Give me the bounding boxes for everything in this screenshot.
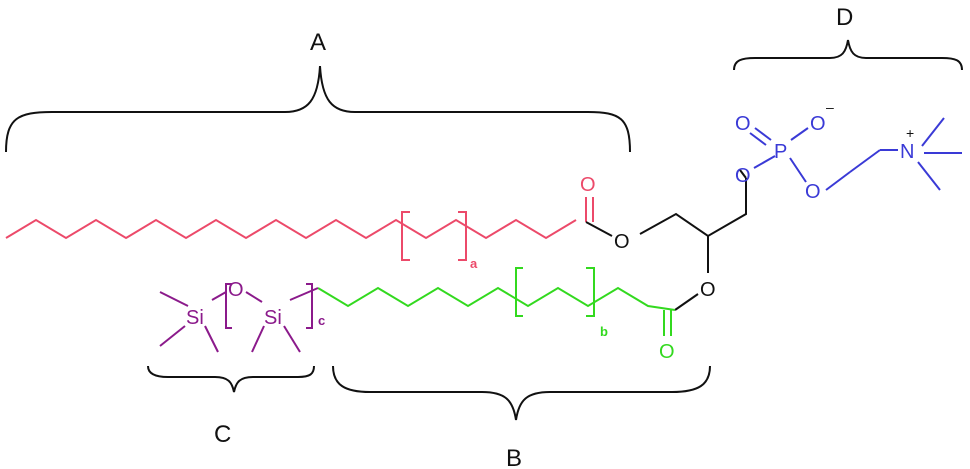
charge-phosphate: –	[826, 99, 834, 115]
label-region-c: C	[214, 421, 231, 448]
atom-phosphate-o-glycerol: O	[735, 165, 751, 187]
repeat-bracket-b	[515, 267, 595, 317]
ester-bond-a	[585, 221, 613, 237]
atom-silicon-left: Si	[186, 307, 204, 329]
atom-phosphate-o-minus: O	[810, 113, 826, 135]
brace-d	[733, 39, 963, 71]
atom-phosphate-o-ethyl: O	[805, 181, 821, 203]
glycerol-to-phosphate-o	[739, 169, 747, 179]
atom-silicon-right: Si	[264, 307, 282, 329]
atom-phosphorus: P	[774, 141, 787, 163]
brace-a	[5, 65, 631, 153]
atom-carbonyl-o-b: O	[659, 341, 675, 363]
atom-ester-o-b: O	[700, 279, 716, 301]
atom-nitrogen: N	[900, 141, 914, 163]
brace-c	[147, 365, 315, 393]
brace-b	[332, 365, 711, 421]
atom-carbonyl-o-a: O	[580, 174, 596, 196]
subscript-b: b	[600, 324, 608, 339]
subscript-a: a	[470, 256, 478, 271]
acyl-chain-b	[317, 286, 676, 311]
acyl-chain-a	[5, 218, 577, 240]
atom-ester-o-a: O	[614, 231, 630, 253]
repeat-bracket-a	[401, 211, 467, 261]
glycerol-backbone	[639, 178, 747, 238]
subscript-c: c	[318, 313, 325, 328]
atom-siloxane-o: O	[228, 279, 244, 301]
phosphocholine-bonds	[749, 117, 962, 191]
label-region-b: B	[506, 445, 522, 469]
ester-bond-b	[674, 293, 699, 311]
charge-ammonium: +	[906, 125, 914, 141]
siloxane-group	[159, 283, 319, 353]
label-region-d: D	[836, 4, 853, 31]
atom-phosphate-o-double: O	[735, 113, 751, 135]
label-region-a: A	[310, 29, 326, 56]
